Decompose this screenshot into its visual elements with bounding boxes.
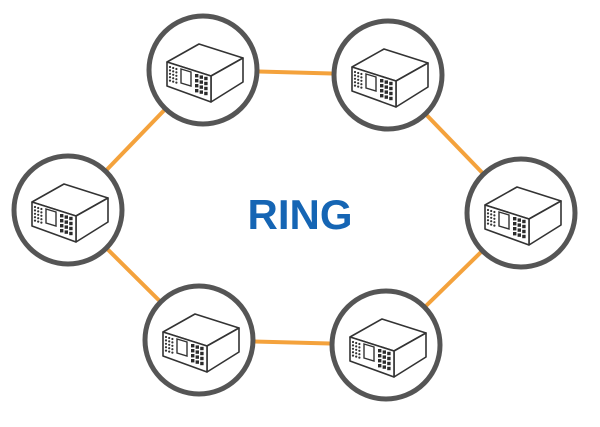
node-right — [464, 156, 578, 270]
ring-nodes — [11, 13, 578, 402]
node-top-left — [146, 13, 260, 127]
node-left — [11, 153, 125, 267]
network-device-icon — [31, 183, 109, 243]
network-device-icon — [166, 43, 244, 103]
network-device-icon — [162, 313, 240, 373]
network-device-icon — [351, 48, 429, 108]
diagram-title: RING — [247, 191, 353, 238]
network-device-icon — [484, 186, 562, 246]
node-bottom-left — [142, 283, 256, 397]
network-device-icon — [349, 318, 427, 378]
node-top-right — [331, 18, 445, 132]
node-bottom-right — [329, 288, 443, 402]
